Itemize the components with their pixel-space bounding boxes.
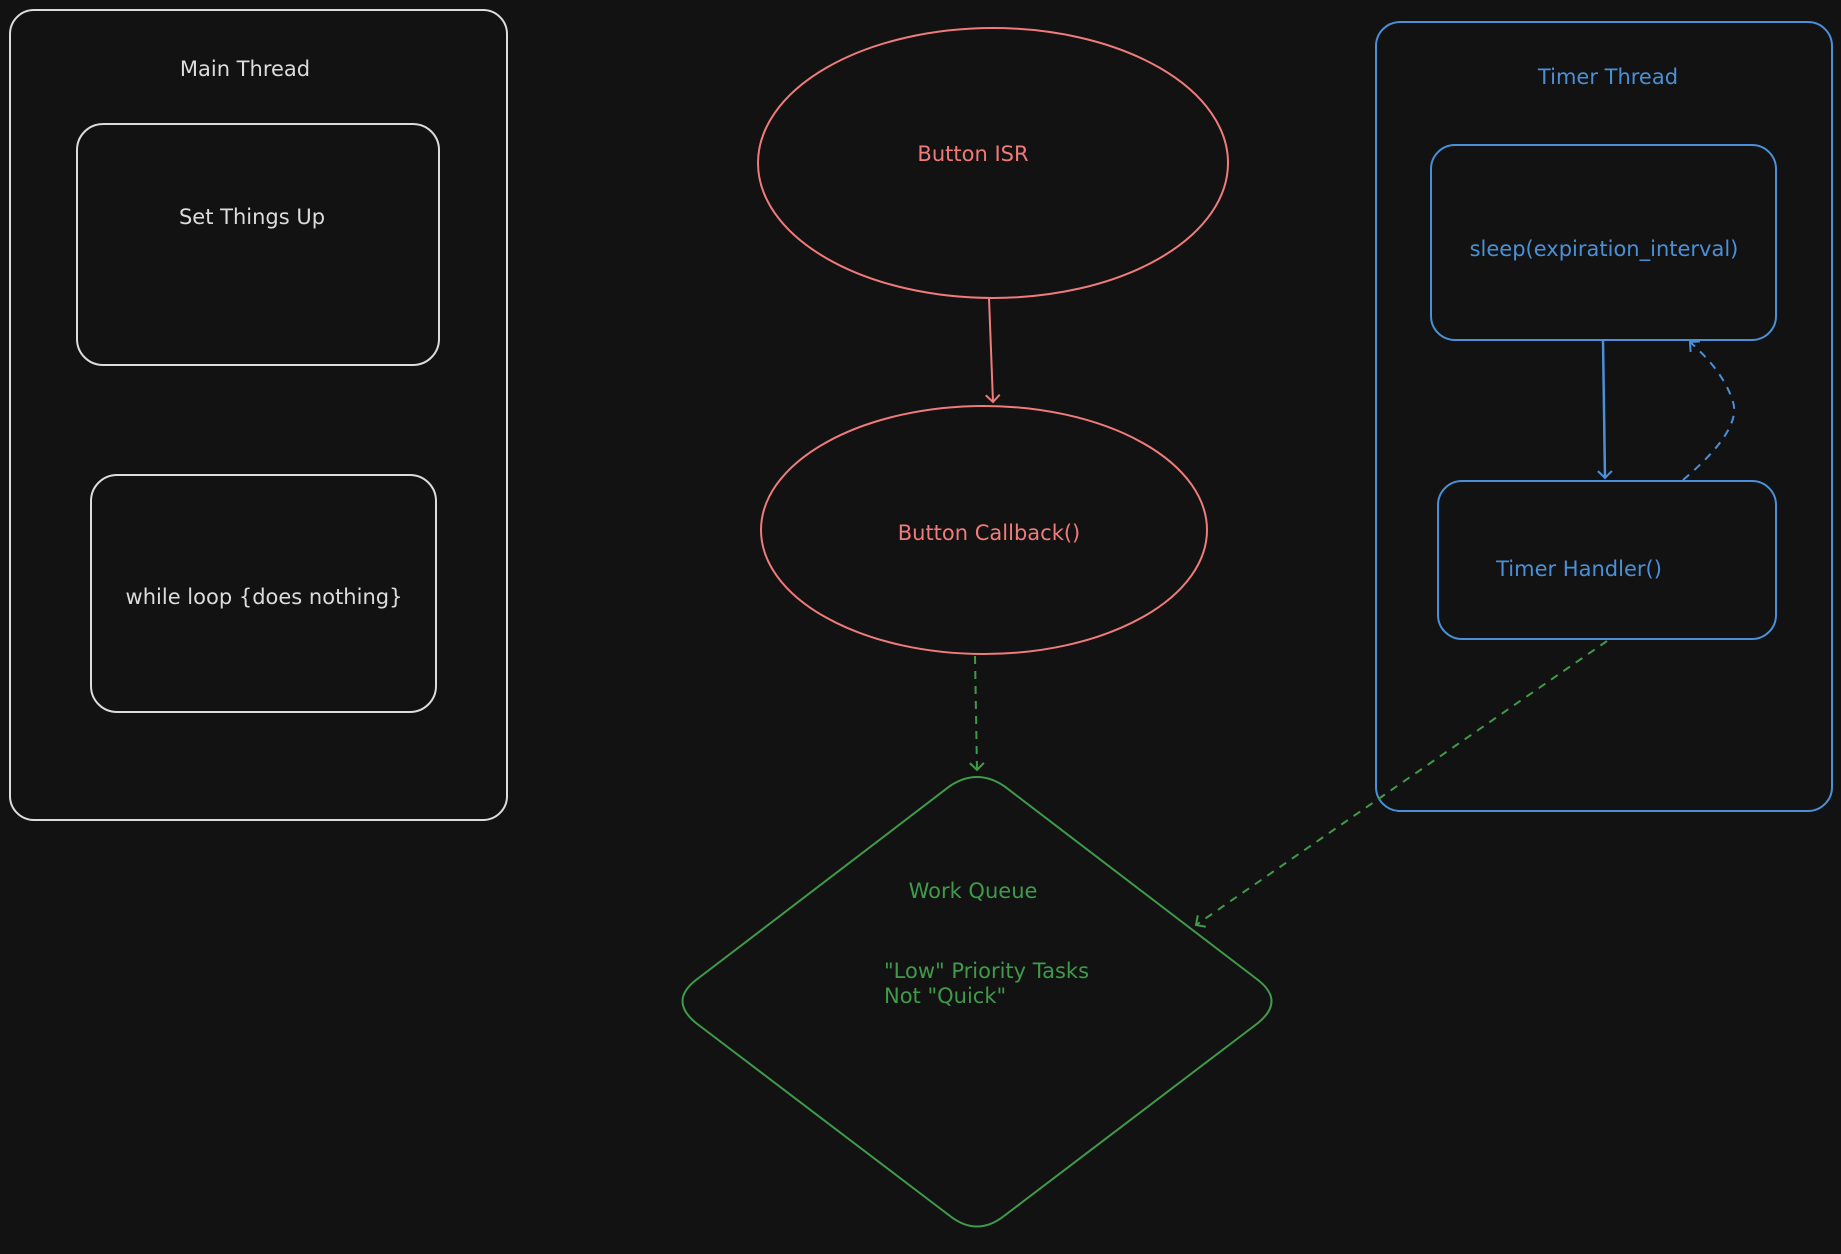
loop-label: while loop {does nothing}: [126, 585, 403, 609]
work-queue-title: Work Queue: [909, 879, 1038, 903]
button-callback-label: Button Callback(): [898, 521, 1081, 545]
button-isr-label: Button ISR: [917, 142, 1028, 166]
setup-box[interactable]: [76, 123, 440, 366]
work-queue-line1: "Low" Priority Tasks: [884, 959, 1089, 983]
setup-label: Set Things Up: [179, 205, 325, 229]
button-isr-group: Button ISR: [757, 27, 1229, 299]
handler-to-sleep-arrow: [1682, 340, 1736, 481]
handler-to-queue-arrow: [1194, 640, 1608, 928]
work-queue-line2: Not "Quick": [884, 984, 1006, 1008]
button-callback-group: Button Callback(): [760, 405, 1208, 655]
timer-thread-container[interactable]: [1375, 21, 1833, 812]
callback-to-queue-arrow: [969, 655, 985, 772]
sleep-box[interactable]: [1430, 144, 1777, 341]
timer-handler-box[interactable]: [1437, 480, 1777, 640]
button-isr-node[interactable]: [757, 27, 1229, 299]
timer-handler-label: Timer Handler(): [1495, 557, 1662, 581]
work-queue-node[interactable]: [681, 776, 1273, 1228]
loop-box[interactable]: [90, 474, 437, 713]
main-thread-title: Main Thread: [180, 57, 310, 81]
sleep-to-handler-arrow: [1597, 340, 1613, 480]
isr-to-callback-arrow: [985, 297, 1001, 404]
timer-thread-group: Timer Thread sleep(expiration_interval) …: [1375, 21, 1833, 812]
timer-thread-title: Timer Thread: [1537, 65, 1678, 89]
sleep-label: sleep(expiration_interval): [1470, 237, 1739, 262]
main-thread-container[interactable]: [9, 9, 508, 821]
main-thread-group: Main Thread Set Things Up while loop {do…: [9, 9, 508, 821]
button-callback-node[interactable]: [760, 405, 1208, 655]
work-queue-group: Work Queue "Low" Priority Tasks Not "Qui…: [681, 776, 1273, 1228]
